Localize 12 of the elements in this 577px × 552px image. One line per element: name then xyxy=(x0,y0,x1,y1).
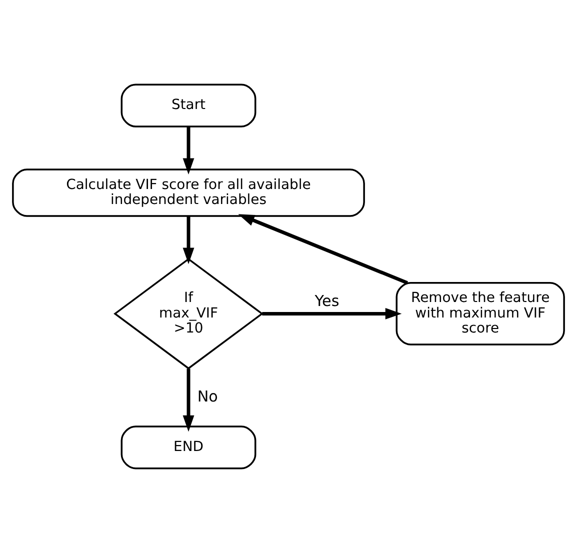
node-box: END xyxy=(120,425,256,469)
arrow xyxy=(182,368,194,432)
arrow xyxy=(182,216,194,264)
edge-label: Yes xyxy=(314,292,340,310)
edge-label: No xyxy=(197,386,218,405)
node-box: Remove the feature with maximum VIF score xyxy=(396,282,565,345)
node-box: Calculate VIF score for all available independent variables xyxy=(12,168,365,216)
node-diamond: If max_VIF >10 xyxy=(114,257,264,369)
arrow xyxy=(182,126,194,174)
arrow xyxy=(262,308,402,319)
arrow xyxy=(238,214,408,284)
node-box: Start xyxy=(120,83,256,127)
